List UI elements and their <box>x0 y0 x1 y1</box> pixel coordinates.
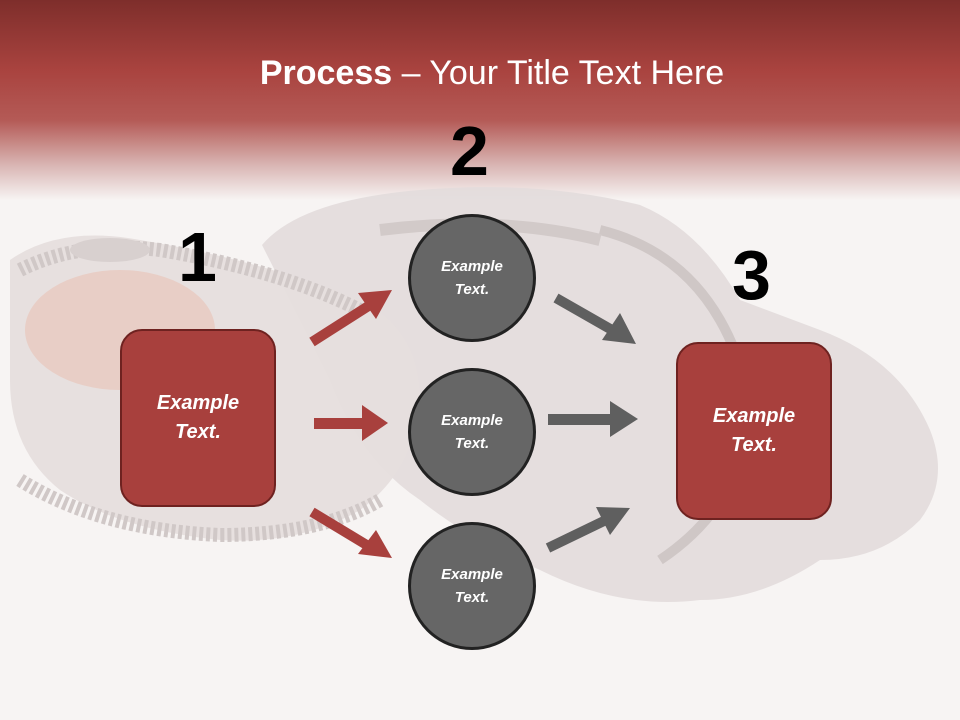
step2-middle-line1: Example <box>441 412 503 429</box>
step3-line2: Text. <box>731 434 777 456</box>
step2-circle-middle: Example Text. <box>408 368 536 496</box>
step2-top-line1: Example <box>441 258 503 275</box>
step1-line2: Text. <box>175 421 221 443</box>
arrow-2b-to-3 <box>548 401 638 437</box>
step1-box: Example Text. <box>120 329 276 507</box>
slide-title: Process – Your Title Text Here <box>0 54 960 93</box>
step2-circle-bottom: Example Text. <box>408 522 536 650</box>
arrow-1-to-2a <box>309 290 392 347</box>
title-rest: – Your Title Text Here <box>392 54 725 92</box>
header-band <box>0 0 960 200</box>
arrow-1-to-2c <box>309 507 392 558</box>
step-number-2: 2 <box>450 112 489 190</box>
step2-middle-line2: Text. <box>454 435 490 452</box>
title-bold: Process <box>259 54 393 92</box>
step2-circle-top: Example Text. <box>408 214 536 342</box>
step-number-3: 3 <box>732 236 771 314</box>
step-number-1: 1 <box>178 218 217 296</box>
arrow-2c-to-3 <box>545 507 630 553</box>
step2-bottom-line1: Example <box>441 566 503 583</box>
arrow-1-to-2b <box>314 405 388 441</box>
step3-box: Example Text. <box>676 342 832 520</box>
step3-line1: Example <box>712 405 796 427</box>
arrow-2a-to-3 <box>553 293 636 344</box>
step2-bottom-line2: Text. <box>454 589 490 606</box>
step1-line1: Example <box>156 392 240 414</box>
step2-top-line2: Text. <box>454 281 490 298</box>
